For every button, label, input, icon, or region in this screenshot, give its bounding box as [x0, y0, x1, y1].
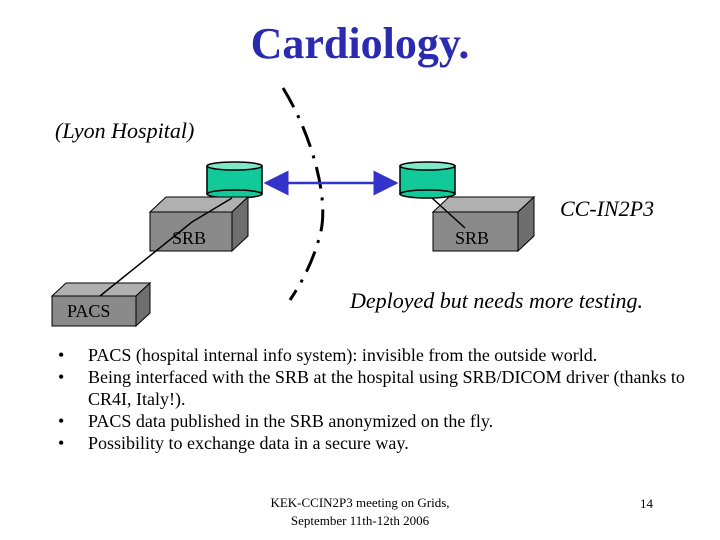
srb-left-label: SRB — [172, 228, 206, 248]
bullet-item: •PACS (hospital internal info system): i… — [58, 345, 598, 365]
srb-box-right: SRB — [431, 195, 536, 253]
firewall-boundary — [281, 87, 325, 301]
pacs-box: PACS — [50, 281, 152, 328]
bullet-item: •Possibility to exchange data in a secur… — [58, 433, 409, 453]
srb-right-label: SRB — [455, 228, 489, 248]
srb-box-left: SRB — [148, 195, 250, 253]
footer-line-2: September 11th-12th 2006 — [290, 513, 430, 528]
footer: KEK-CCIN2P3 meeting on Grids, September … — [250, 494, 470, 530]
bullet-item: •PACS data published in the SRB anonymiz… — [58, 411, 494, 431]
connector-srb-right-disk — [431, 197, 466, 229]
lyon-hospital-label: (Lyon Hospital) — [55, 118, 195, 143]
page-number: 14 — [640, 496, 653, 511]
footer-line-1: KEK-CCIN2P3 meeting on Grids, — [270, 495, 450, 510]
slide-title: Cardiology. — [250, 19, 470, 68]
connector-srb-left-disk — [191, 197, 233, 223]
disk-icon-right — [399, 161, 456, 199]
bullet-item: •Being interfaced with the SRB at the ho… — [58, 367, 685, 409]
connector-pacs-srb — [99, 221, 193, 297]
bullet-list: •PACS (hospital internal info system): i… — [58, 344, 698, 454]
status-note: Deployed but needs more testing. — [350, 288, 644, 313]
cc-in2p3-label: CC-IN2P3 — [560, 196, 655, 221]
disk-icon-left — [206, 161, 263, 199]
pacs-label: PACS — [67, 301, 110, 321]
